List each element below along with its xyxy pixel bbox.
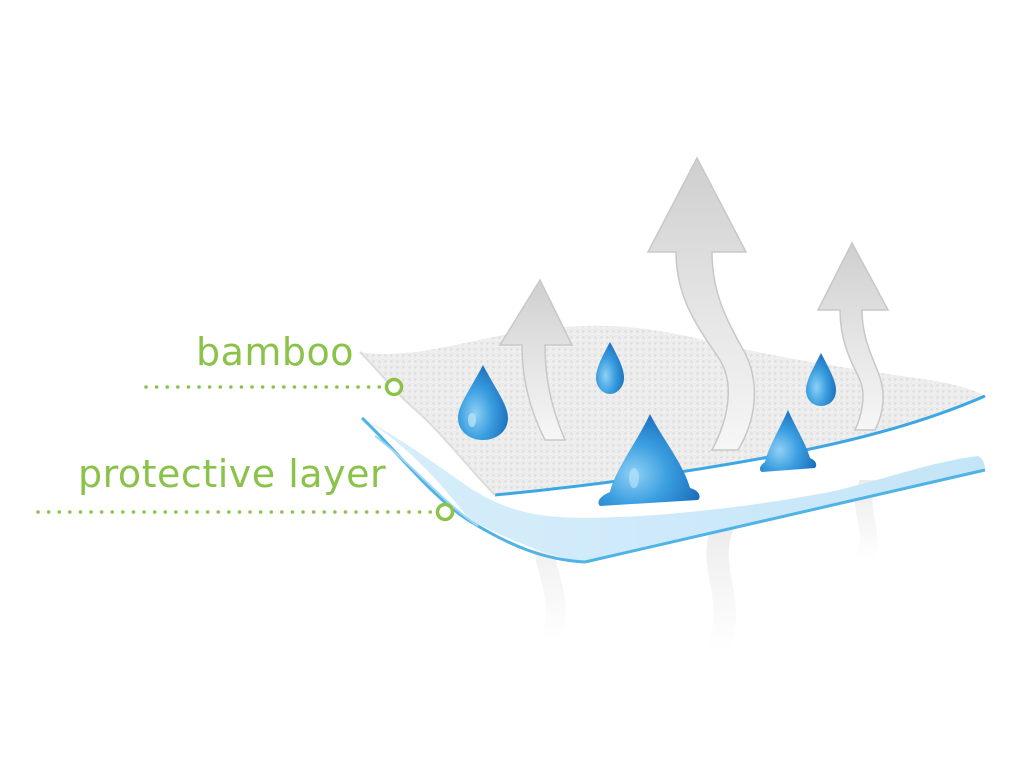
vapor-arrow-icon-right [816,241,890,431]
protective-leader-line [36,502,455,522]
protective-marker-ring-icon [435,502,455,522]
water-drop-icon-3 [806,353,836,406]
bamboo-marker-ring-icon [384,377,404,397]
vapor-arrow-icon-left [498,278,574,441]
protective-layer-label: protective layer [78,452,387,496]
protective-layer-sheet [360,416,986,564]
water-drop-icon-5 [759,410,817,472]
bamboo-label: bamboo [196,330,355,374]
water-drop-icon-4 [598,414,700,506]
vapor-arrow-icon-center [646,156,756,451]
water-drop-icon-2 [596,342,624,394]
bamboo-leader-line [144,377,404,397]
water-drop-icon-1 [458,365,508,440]
